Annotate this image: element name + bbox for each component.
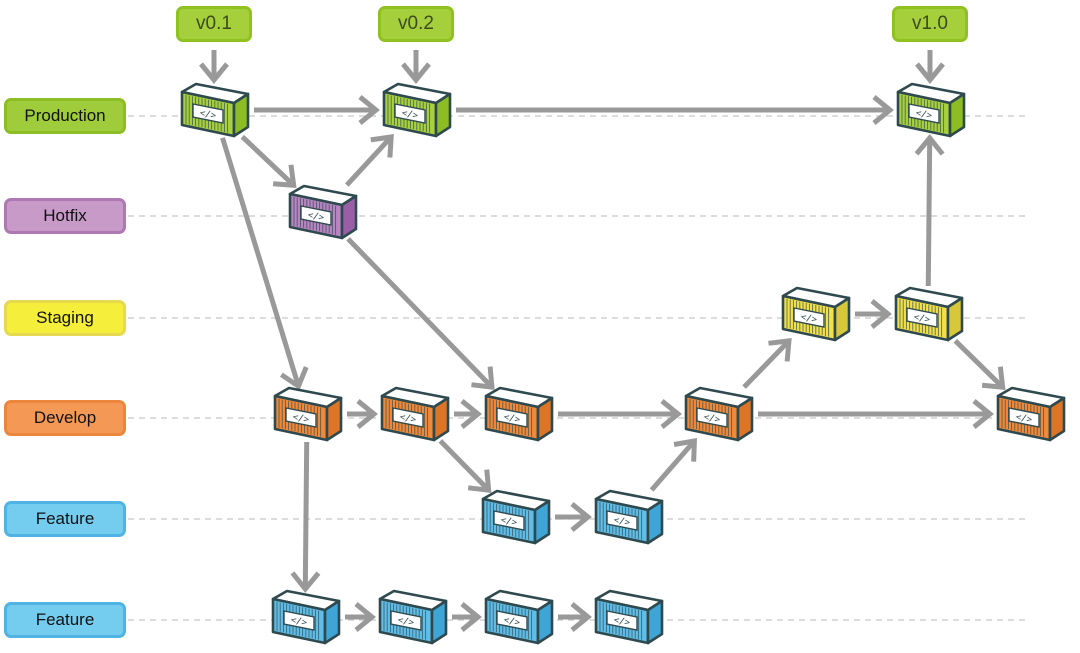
code-glyph: </> [703,413,721,426]
commit-d2[interactable]: </> [380,386,450,442]
code-container-icon: </> [484,589,554,645]
code-container-icon: </> [594,589,664,645]
code-glyph: </> [199,109,217,122]
arrow-fb3-to-fb4 [558,602,592,632]
lane-label-hotfix: Hotfix [4,198,126,234]
code-glyph: </> [1015,413,1033,426]
commit-fb4[interactable]: </> [594,589,664,645]
tag-arrow-v0.2 [401,50,431,84]
code-container-icon: </> [382,82,452,138]
code-glyph: </> [292,413,310,426]
lane-label-feature: Feature [4,602,126,638]
arrow-s1-to-s2 [855,299,892,329]
code-glyph: </> [613,516,631,529]
code-glyph: </> [503,616,521,629]
commit-p1[interactable]: </> [180,82,250,138]
arrow-h1-to-p2 [344,134,394,187]
code-container-icon: </> [380,386,450,442]
code-container-icon: </> [484,386,554,442]
commit-fb3[interactable]: </> [484,589,554,645]
commit-d1[interactable]: </> [273,386,343,442]
code-glyph: </> [290,616,308,629]
code-glyph: </> [401,109,419,122]
code-container-icon: </> [481,489,551,545]
code-container-icon: </> [996,386,1066,442]
code-container-icon: </> [273,386,343,442]
code-glyph: </> [915,109,933,122]
code-container-icon: </> [271,589,341,645]
code-glyph: </> [399,413,417,426]
code-glyph: </> [397,616,415,629]
arrow-s2-to-d5 [953,339,1006,390]
commit-h1[interactable]: </> [288,184,358,240]
arrow-s2-to-p3 [914,134,945,287]
version-tag: v0.2 [378,6,454,42]
arrow-p1-to-d1 [220,137,309,390]
arrow-fa1-to-fa2 [555,502,592,532]
arrow-d1-to-d2 [347,399,378,429]
code-container-icon: </> [594,489,664,545]
code-container-icon: </> [288,184,358,240]
arrow-fa2-to-d4 [649,438,698,492]
arrow-d3-to-d4 [558,399,682,429]
arrow-p1-to-p2 [254,95,380,125]
commit-p3[interactable]: </> [896,82,966,138]
code-glyph: </> [800,313,818,326]
tag-arrow-v1.0 [915,50,945,84]
arrow-p2-to-p3 [456,95,894,125]
code-glyph: </> [503,413,521,426]
commit-fa2[interactable]: </> [594,489,664,545]
commit-s2[interactable]: </> [894,286,964,342]
arrow-d2-to-d3 [454,399,482,429]
commit-s1[interactable]: </> [781,286,851,342]
commit-d3[interactable]: </> [484,386,554,442]
code-glyph: </> [913,313,931,326]
arrow-d1-to-fb1 [290,441,321,593]
arrow-d4-to-s1 [742,338,792,389]
lane-label-production: Production [4,98,126,134]
code-container-icon: </> [896,82,966,138]
arrow-fb1-to-fb2 [345,602,376,632]
code-glyph: </> [307,211,325,224]
arrow-p1-to-h1 [240,134,297,188]
code-container-icon: </> [894,286,964,342]
code-container-icon: </> [781,286,851,342]
commit-d5[interactable]: </> [996,386,1066,442]
commit-p2[interactable]: </> [382,82,452,138]
lane-label-feature: Feature [4,501,126,537]
code-container-icon: </> [684,386,754,442]
code-container-icon: </> [378,589,448,645]
arrow-d2-to-fa1 [438,439,492,493]
code-container-icon: </> [180,82,250,138]
arrow-fb2-to-fb3 [452,602,482,632]
lane-label-develop: Develop [4,400,126,436]
tag-arrow-v0.1 [199,50,229,84]
arrow-h1-to-d3 [346,237,495,390]
code-glyph: </> [500,516,518,529]
code-glyph: </> [613,616,631,629]
commit-d4[interactable]: </> [684,386,754,442]
commit-fb1[interactable]: </> [271,589,341,645]
edges [199,50,1006,632]
arrow-d4-to-d5 [758,399,994,429]
version-tag: v1.0 [892,6,968,42]
commit-fa1[interactable]: </> [481,489,551,545]
commit-fb2[interactable]: </> [378,589,448,645]
version-tag: v0.1 [176,6,252,42]
lane-label-staging: Staging [4,300,126,336]
